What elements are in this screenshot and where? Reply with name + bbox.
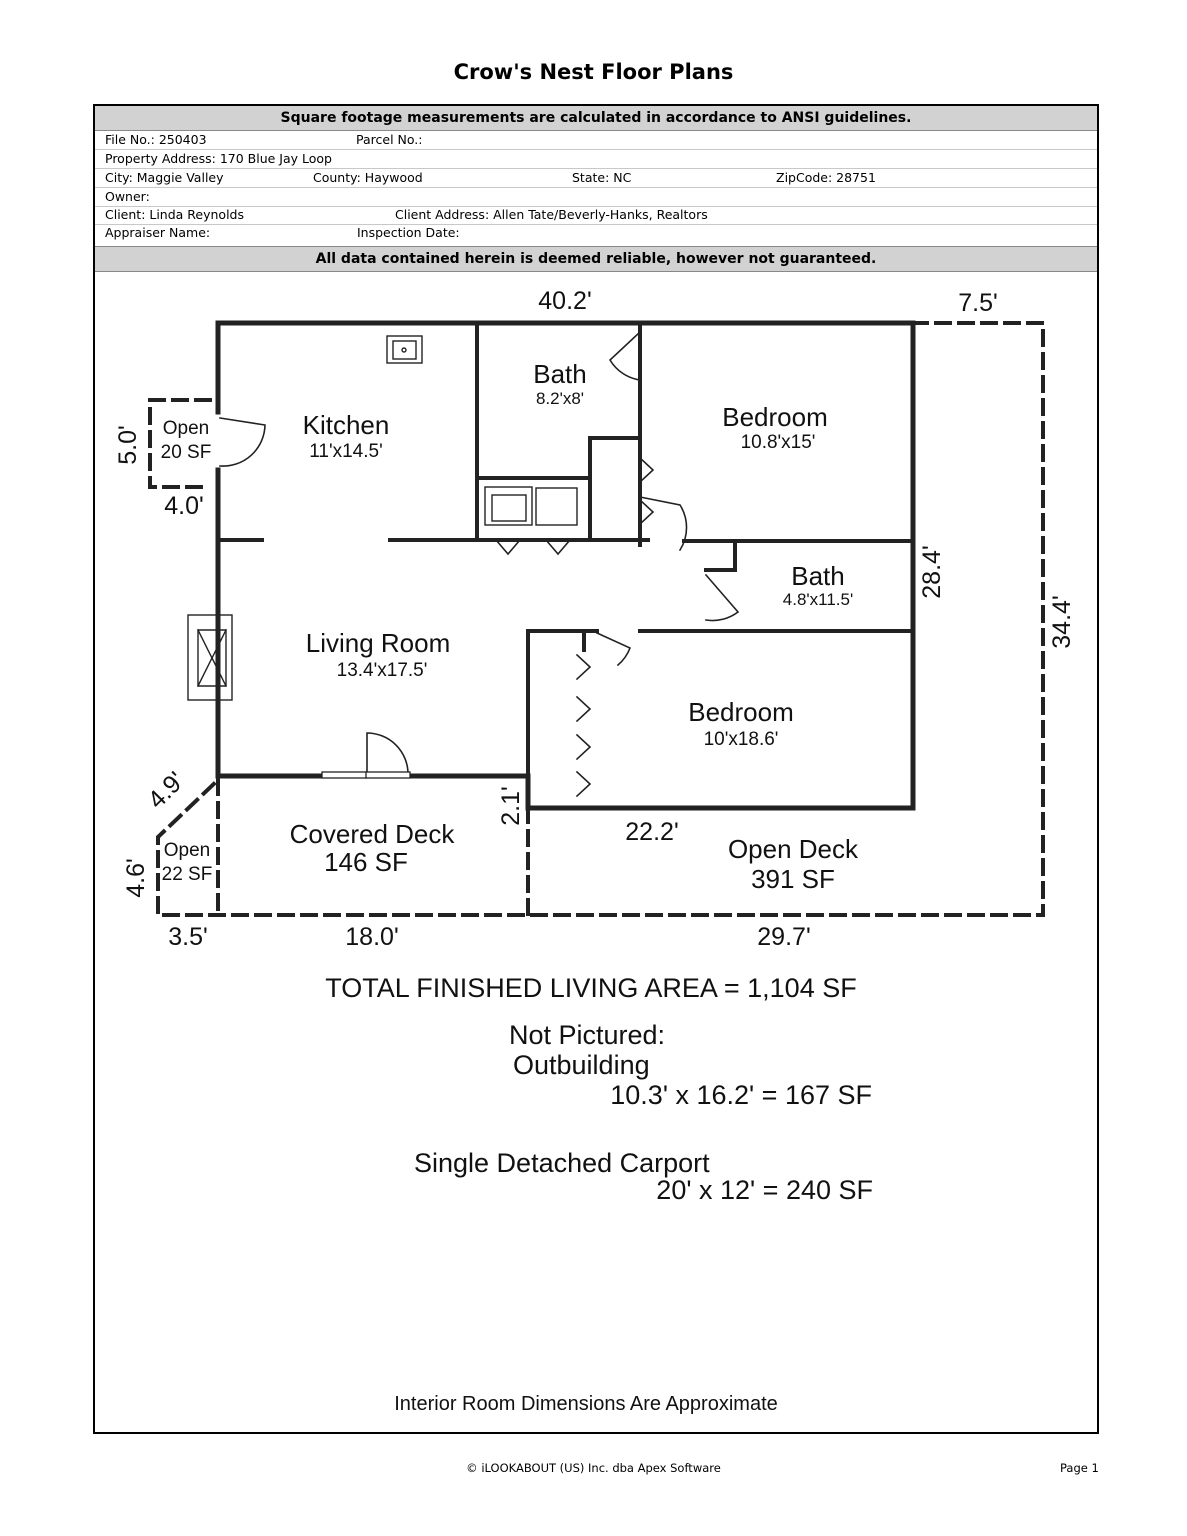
deck-outlines — [148, 321, 1045, 917]
total-area: TOTAL FINISHED LIVING AREA = 1,104 SF — [325, 973, 856, 1003]
page-title: Crow's Nest Floor Plans — [453, 60, 734, 84]
bath2-size: 4.8'x11.5' — [783, 590, 853, 609]
open-deck-size: 391 SF — [751, 864, 835, 894]
owner: Owner: — [105, 189, 150, 204]
door-swings — [219, 330, 740, 798]
open-porch-size: 20 SF — [161, 442, 212, 463]
report-frame: Square footage measurements are calculat… — [93, 104, 1099, 1434]
state: State: NC — [572, 170, 632, 185]
dim-diagonal: 4.9' — [142, 766, 190, 814]
copyright: © iLOOKABOUT (US) Inc. dba Apex Software — [466, 1461, 721, 1475]
carport-calc: 20' x 12' = 240 SF — [656, 1175, 873, 1205]
bedroom2-size: 10'x18.6' — [704, 729, 779, 750]
property-address: Property Address: 170 Blue Jay Loop — [105, 151, 332, 166]
file-number: File No.: 250403 — [105, 132, 207, 147]
dim-bed-bottom: 22.2' — [625, 818, 678, 846]
bath2-name: Bath — [791, 561, 845, 591]
client: Client: Linda Reynolds — [105, 207, 245, 222]
covered-deck-name: Covered Deck — [290, 819, 456, 849]
dimension-labels: 40.2' 7.5' 4.0' 3.5' 18.0' 29.7' 22.2' 2… — [114, 287, 1076, 951]
bedroom1-size: 10.8'x15' — [741, 432, 816, 453]
inspection-date: Inspection Date: — [357, 225, 460, 240]
exterior-walls — [215, 320, 916, 811]
sliding-door — [321, 771, 411, 779]
dim-corner-width: 3.5' — [168, 923, 208, 951]
dim-corner-height: 4.6' — [122, 858, 150, 898]
info-row-owner: Owner: — [95, 188, 1097, 207]
dim-deck-top: 7.5' — [958, 289, 998, 317]
info-row-client: Client: Linda Reynolds Client Address: A… — [95, 206, 1097, 225]
carport-label: Single Detached Carport — [414, 1148, 710, 1178]
living-name: Living Room — [306, 628, 451, 658]
open-porch-name: Open — [163, 418, 209, 439]
ansi-notice: Square footage measurements are calculat… — [95, 106, 1097, 131]
dim-porch-height: 5.0' — [114, 425, 142, 465]
kitchen-name: Kitchen — [303, 410, 390, 440]
info-row-city: City: Maggie Valley County: Haywood Stat… — [95, 169, 1097, 188]
parcel-number: Parcel No.: — [356, 132, 423, 147]
room-labels: Kitchen 11'x14.5' Bath 8.2'x8' Bedroom 1… — [161, 359, 859, 894]
summary: TOTAL FINISHED LIVING AREA = 1,104 SF No… — [325, 973, 873, 1415]
dim-top-width: 40.2' — [538, 287, 591, 315]
info-row-appraiser: Appraiser Name: Inspection Date: — [95, 224, 1097, 242]
dim-covered-width: 18.0' — [345, 923, 398, 951]
city: City: Maggie Valley — [105, 170, 224, 185]
page-number: Page 1 — [1060, 1461, 1099, 1475]
bedroom2-name: Bedroom — [688, 697, 794, 727]
open-corner-name: Open — [164, 840, 210, 861]
fixtures — [187, 335, 578, 701]
interior-walls — [218, 323, 915, 778]
info-row-address: Property Address: 170 Blue Jay Loop — [95, 150, 1097, 169]
dim-step: 2.1' — [497, 786, 525, 826]
open-corner-size: 22 SF — [162, 864, 213, 885]
dimension-note: Interior Room Dimensions Are Approximate — [394, 1393, 778, 1415]
kitchen-size: 11'x14.5' — [309, 441, 382, 462]
appraiser-name: Appraiser Name: — [105, 225, 211, 240]
living-size: 13.4'x17.5' — [337, 660, 428, 681]
bath1-name: Bath — [533, 359, 587, 389]
outbuilding-label: Outbuilding — [513, 1050, 650, 1080]
bath1-size: 8.2'x8' — [536, 389, 584, 408]
open-deck-name: Open Deck — [728, 834, 859, 864]
bedroom1-name: Bedroom — [722, 402, 828, 432]
client-address: Client Address: Allen Tate/Beverly-Hanks… — [395, 207, 708, 222]
dim-deck-height: 34.4' — [1048, 595, 1076, 648]
zipcode: ZipCode: 28751 — [776, 170, 876, 185]
dim-deck-bottom: 29.7' — [757, 923, 810, 951]
info-row-file: File No.: 250403 Parcel No.: — [95, 131, 1097, 150]
not-pictured-label: Not Pictured: — [509, 1020, 665, 1050]
covered-deck-size: 146 SF — [324, 847, 408, 877]
disclaimer: All data contained herein is deemed reli… — [95, 246, 1097, 272]
county: County: Haywood — [313, 170, 423, 185]
dim-porch-width: 4.0' — [164, 492, 204, 520]
outbuilding-calc: 10.3' x 16.2' = 167 SF — [610, 1080, 872, 1110]
dim-right-height: 28.4' — [918, 545, 946, 598]
